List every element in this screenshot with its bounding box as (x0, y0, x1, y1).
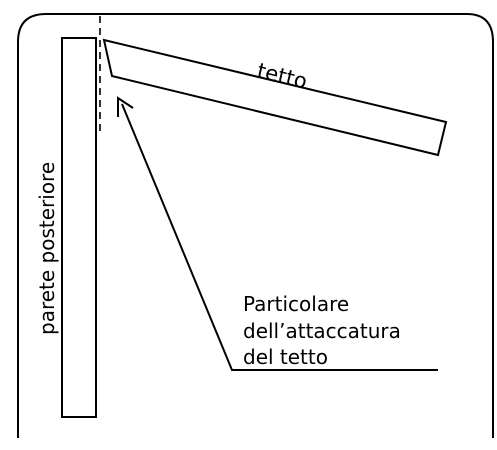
detail-label-line3: del tetto (243, 345, 328, 369)
frame-border (17, 13, 494, 438)
detail-label-line2: dell’attaccatura (243, 319, 401, 343)
back-wall-label: parete posteriore (35, 162, 59, 335)
roof-label: tetto (255, 59, 310, 94)
back-wall-shape (61, 37, 97, 418)
roof-shape (102, 38, 448, 157)
callout-leader-line (121, 103, 438, 371)
detail-label-line1: Particolare (243, 292, 349, 316)
callout-arrowhead (117, 96, 134, 117)
